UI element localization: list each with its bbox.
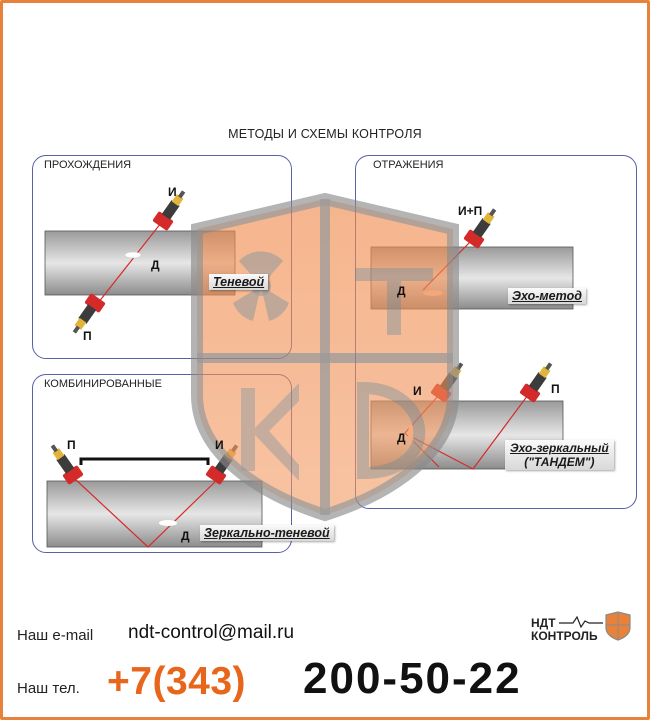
method-echo-label: Эхо-метод <box>508 288 586 304</box>
shield-watermark-icon <box>191 192 459 522</box>
email-label: Наш e-mail <box>17 627 94 644</box>
tandem-defect-label: Д <box>397 431 406 445</box>
phone-number[interactable]: 200-50-22 <box>303 654 522 703</box>
panel-transmission-label: ПРОХОЖДЕНИЯ <box>44 159 132 171</box>
method-shadow-label: Теневой <box>209 274 269 290</box>
method-mirror-line1: Эхо-зеркальный <box>510 441 609 455</box>
combined-receiver-label: П <box>67 438 76 452</box>
combined-emitter-label: И <box>215 438 224 452</box>
echo-emitter-receiver-label: И+П <box>458 204 483 218</box>
tandem-receiver-label: П <box>551 382 560 396</box>
method-mirror-line2: ("ТАНДЕМ") <box>524 455 595 469</box>
transmission-receiver-label: П <box>83 329 92 343</box>
transmission-emitter-label: И <box>168 185 177 199</box>
phone-code: +7(343) <box>107 660 247 703</box>
phone-label: Наш тел. <box>17 680 80 697</box>
method-mirror-label: Эхо-зеркальный ("ТАНДЕМ") <box>505 440 614 470</box>
logo-shield-icon <box>605 611 631 641</box>
diagram-graphics <box>44 186 574 548</box>
panel-combined-label: КОМБИНИРОВАННЫЕ <box>44 378 162 390</box>
logo-line1: НДТ <box>531 616 556 630</box>
logo-text: НДТ КОНТРОЛЬ <box>531 617 598 643</box>
email-link[interactable]: ndt-control@mail.ru <box>128 622 295 643</box>
tandem-emitter-label: И <box>413 384 422 398</box>
combined-defect-label: Д <box>181 529 190 543</box>
diagram-title: МЕТОДЫ И СХЕМЫ КОНТРОЛЯ <box>228 127 422 141</box>
method-mirror-shadow-label: Зеркально-теневой <box>200 525 334 541</box>
transmission-defect-label: Д <box>151 258 160 272</box>
logo-line2: КОНТРОЛЬ <box>531 629 598 643</box>
panel-reflection-label: ОТРАЖЕНИЯ <box>373 159 444 171</box>
logo-pulse-icon <box>559 615 603 629</box>
echo-defect-label: Д <box>397 284 406 298</box>
